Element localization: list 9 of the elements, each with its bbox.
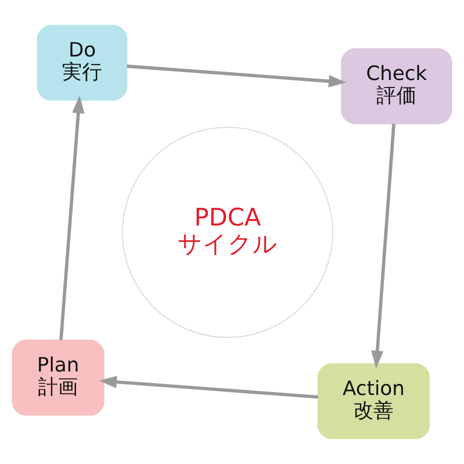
arrow <box>59 96 84 340</box>
arrow <box>126 64 346 88</box>
node-box: Plan 計画 <box>12 340 104 416</box>
node-circle: PDCA サイクル <box>122 126 334 338</box>
node-box: Do 実行 <box>37 24 128 101</box>
node-box: Check 評価 <box>340 48 452 124</box>
arrow <box>371 124 396 368</box>
node-box: Action 改善 <box>318 363 430 440</box>
arrow <box>99 376 318 399</box>
